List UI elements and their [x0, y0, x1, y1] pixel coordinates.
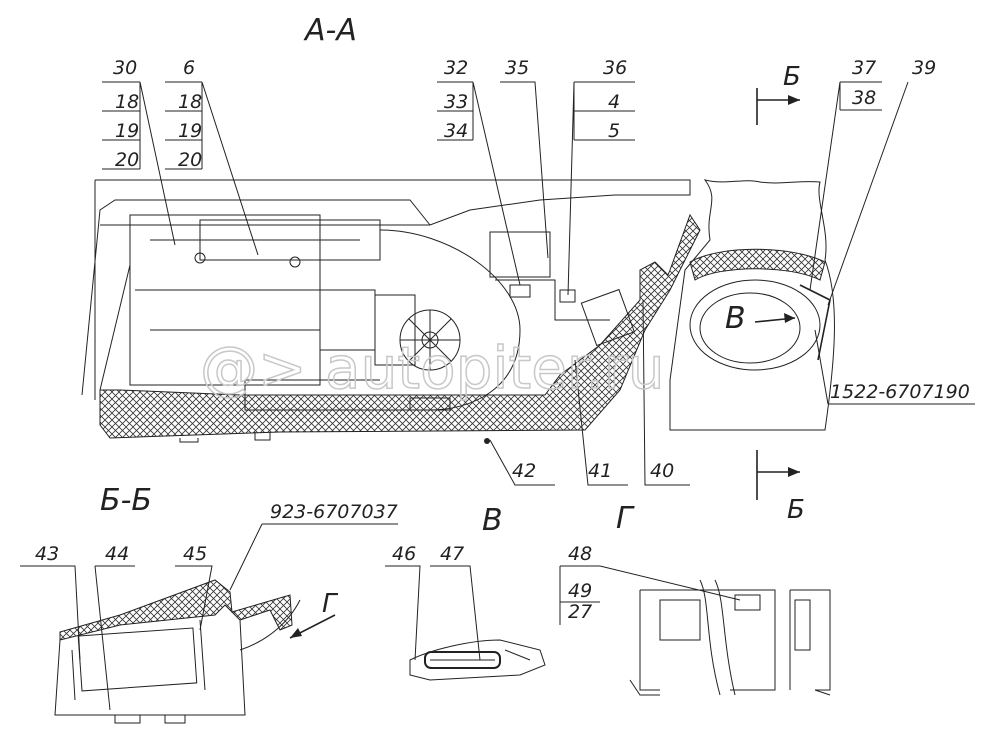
svg-text:46: 46 [392, 543, 416, 565]
svg-text:1522-6707190: 1522-6707190 [830, 381, 970, 403]
callouts-46-47: 46 47 [385, 543, 481, 661]
svg-text:41: 41 [588, 460, 612, 482]
svg-text:33: 33 [444, 91, 468, 113]
svg-text:20: 20 [178, 149, 202, 171]
svg-text:48: 48 [568, 543, 592, 565]
callout-stack-30: 30 18 19 20 [102, 57, 176, 246]
view-v-title: В [482, 503, 503, 538]
svg-text:40: 40 [650, 460, 674, 482]
svg-text:36: 36 [603, 57, 627, 79]
svg-text:6: 6 [183, 57, 195, 79]
section-bb-title: Б-Б [100, 483, 152, 518]
svg-text:18: 18 [178, 91, 202, 113]
svg-text:38: 38 [852, 87, 876, 109]
callout-stack-36: 36 4 5 [567, 57, 635, 296]
section-aa-view [81, 179, 701, 444]
arrow-v-letter: В [725, 301, 746, 336]
cut-b-bottom-label: Б [787, 495, 805, 525]
svg-text:32: 32 [444, 57, 468, 79]
svg-text:30: 30 [113, 57, 137, 79]
callout-1522: 1522-6707190 [814, 329, 975, 405]
svg-text:5: 5 [608, 120, 620, 142]
svg-text:47: 47 [440, 543, 464, 565]
svg-text:19: 19 [115, 120, 139, 142]
svg-text:49: 49 [568, 580, 592, 602]
svg-text:43: 43 [35, 543, 59, 565]
callout-923: 923-6707037 [229, 501, 398, 591]
view-g-drawing [629, 579, 831, 696]
svg-text:4: 4 [608, 91, 620, 113]
cut-b-top-label: Б [783, 62, 801, 92]
svg-text:19: 19 [178, 120, 202, 142]
callout-stack-32: 32 33 34 [437, 57, 521, 286]
view-v-drawing [409, 639, 546, 681]
callouts-43-45: 43 44 45 [20, 543, 213, 711]
callout-39: 39 [827, 57, 936, 306]
view-g-title: Г [616, 501, 635, 536]
svg-text:44: 44 [105, 543, 129, 565]
callout-stack-6: 6 18 19 20 [165, 57, 259, 256]
arrow-g-letter: Г [322, 589, 339, 619]
svg-text:923-6707037: 923-6707037 [270, 501, 398, 523]
svg-text:39: 39 [912, 57, 936, 79]
svg-text:35: 35 [505, 57, 529, 79]
svg-text:18: 18 [115, 91, 139, 113]
section-aa-title: А-А [303, 13, 357, 48]
callout-stack-37: 37 38 [809, 57, 882, 291]
section-bb-view: Г [54, 579, 339, 724]
svg-text:45: 45 [183, 543, 207, 565]
svg-text:37: 37 [852, 57, 876, 79]
cut-marker-bottom [756, 450, 800, 500]
svg-text:34: 34 [444, 120, 468, 142]
cut-marker-top [756, 88, 800, 125]
callout-40: 40 [642, 299, 690, 486]
cut-b-view: В [669, 179, 835, 431]
svg-text:27: 27 [568, 601, 592, 623]
svg-text:20: 20 [115, 149, 139, 171]
svg-text:42: 42 [512, 460, 536, 482]
callout-stack-48: 48 49 27 [559, 543, 741, 625]
callout-42: 42 [489, 439, 555, 486]
watermark: @> autopiter.ru [200, 334, 664, 402]
